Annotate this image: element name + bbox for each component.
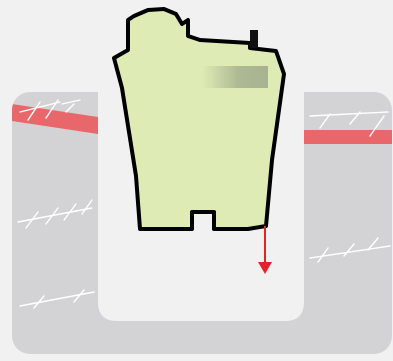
building-footprint[interactable] <box>114 9 284 229</box>
chimney-icon <box>250 30 258 48</box>
right-highlight-band <box>304 130 393 144</box>
roof-feature <box>202 66 268 88</box>
